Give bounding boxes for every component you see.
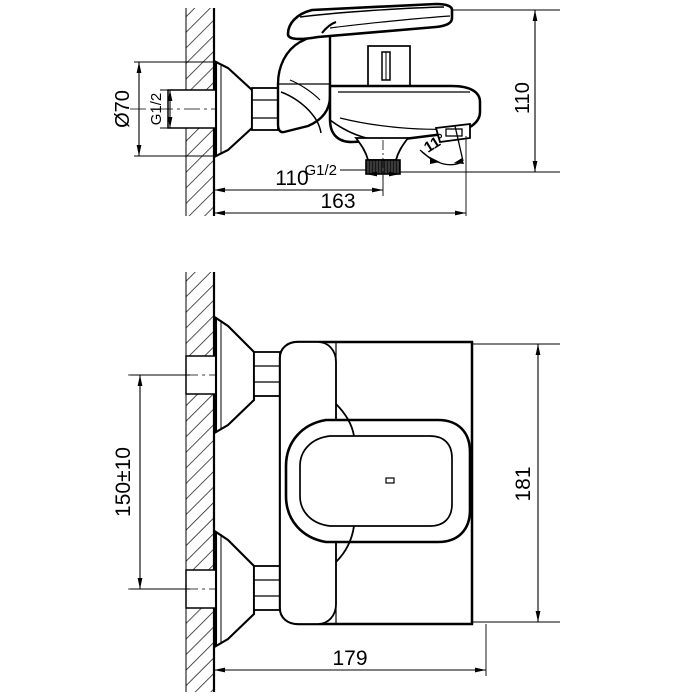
- lever-outline[interactable]: [286, 2, 454, 41]
- body-upper-shell: [276, 31, 332, 134]
- lever-upper-fillet: [335, 403, 355, 437]
- lever-indicator-mark: [385, 477, 395, 484]
- dim-110-horizontal-label: 110: [275, 167, 308, 190]
- front-view-group: 150±10 181 179: [112, 272, 560, 692]
- dim-150-label: 150±10: [112, 447, 135, 517]
- body-upper-inner-curve: [280, 91, 322, 134]
- dim-179-label: 179: [332, 647, 367, 670]
- dim-width-179: 179: [213, 624, 487, 676]
- lower-escutcheon-cone: [214, 530, 256, 648]
- union-nut-body: [251, 87, 279, 131]
- lever-lower-seam: [329, 15, 451, 29]
- side-view-union-nut: [251, 87, 279, 131]
- dim-projection-110: 110: [213, 150, 384, 196]
- front-lower-union-nut: [253, 565, 281, 611]
- dim-inlet-centres-150: 150±10: [112, 374, 190, 590]
- side-view-spray-connector: [434, 122, 471, 143]
- dim-inlet-thread: G1/2: [148, 89, 200, 129]
- front-upper-union-nut: [253, 351, 281, 397]
- dim-110-vertical-label: 110: [512, 82, 534, 114]
- dim-181-label: 181: [512, 466, 535, 501]
- dim-height-181: 181: [472, 343, 560, 623]
- side-view-body: [276, 31, 332, 134]
- front-upper-escutcheon: [214, 316, 256, 434]
- dim-g12-inlet-label: G1/2: [148, 93, 165, 126]
- dim-dia-70: Ø70: [112, 61, 218, 157]
- angle-arrow-right: [454, 158, 464, 164]
- front-view-lever-handle[interactable]: [284, 403, 472, 563]
- lower-nut-body: [253, 565, 281, 611]
- lever-top-seam: [299, 6, 445, 18]
- dim-163-label: 163: [320, 190, 355, 213]
- dim-outlet-thread: G1/2: [304, 162, 400, 179]
- spray-tab-inner: [445, 128, 463, 137]
- front-view-wall: [185, 272, 216, 692]
- dim-dia70-label: Ø70: [112, 90, 134, 128]
- angle-leader-right: [454, 125, 464, 162]
- side-view-lever-handle[interactable]: [286, 2, 454, 41]
- lever-lower-fillet: [335, 525, 355, 563]
- angle-arrow-left: [430, 157, 440, 164]
- lever-neck-curve: [321, 20, 337, 34]
- upper-escutcheon-cone: [214, 316, 256, 434]
- front-lower-escutcheon: [214, 530, 256, 648]
- side-view-group: 11° 110 Ø70 G1/2 110: [112, 2, 560, 216]
- dim-g12-outlet-label: G1/2: [304, 162, 337, 179]
- dim-projection-163: 163: [213, 136, 467, 216]
- upper-nut-body: [253, 351, 281, 397]
- body-upper-highlight: [289, 79, 321, 101]
- side-view-diverter[interactable]: [367, 45, 411, 89]
- dim-height-110: 110: [400, 9, 560, 173]
- lever-front-inner: [299, 435, 453, 527]
- wall-hatch-front: [186, 272, 214, 692]
